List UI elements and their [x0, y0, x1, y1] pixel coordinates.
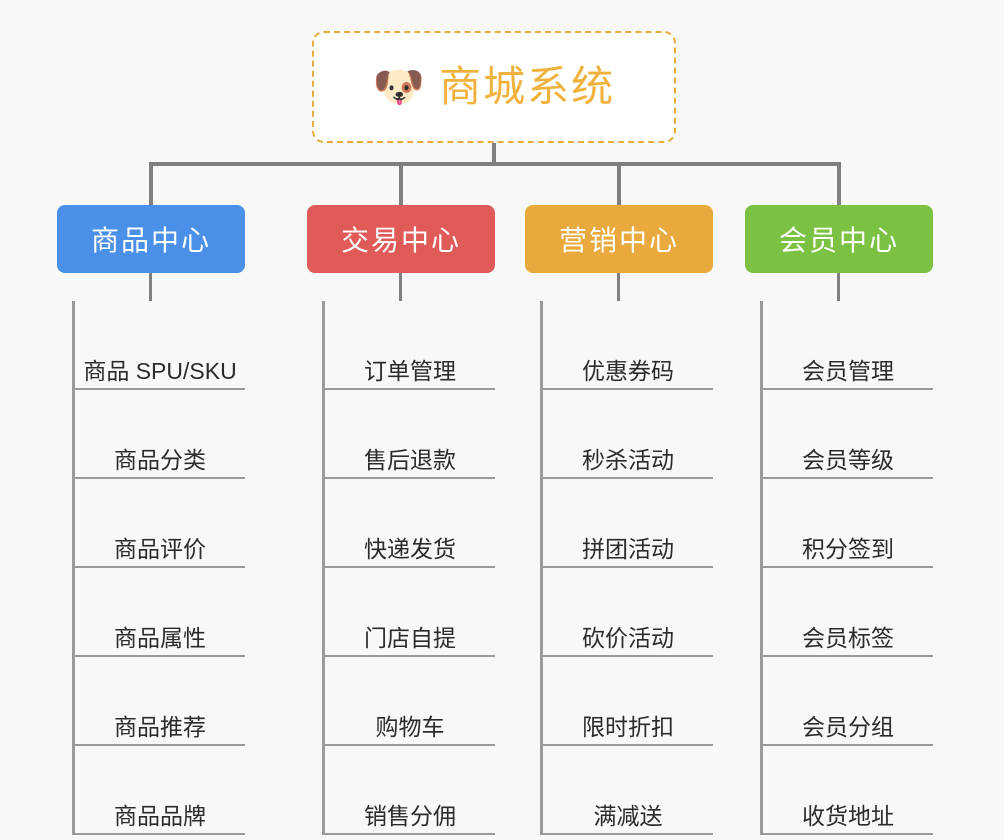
list-item[interactable]: 积分签到: [745, 479, 933, 568]
child-label: 订单管理: [364, 357, 456, 384]
child-label: 限时折扣: [582, 713, 674, 740]
child-label: 快递发货: [364, 535, 456, 562]
child-label: 门店自提: [364, 624, 456, 651]
child-label: 购物车: [375, 713, 445, 740]
group-header-3[interactable]: 营销中心: [525, 205, 713, 273]
child-label: 优惠券码: [582, 357, 674, 384]
group-column-2: 交易中心 订单管理 售后退款 快递发货 门店自提 购物车 销售分佣: [307, 205, 495, 835]
list-item[interactable]: 满减送: [525, 746, 713, 835]
child-label: 秒杀活动: [582, 446, 674, 473]
group-column-1: 商品中心 商品 SPU/SKU 商品分类 商品评价 商品属性 商品推荐 商品品牌: [57, 205, 245, 835]
list-item[interactable]: 拼团活动: [525, 479, 713, 568]
child-label: 积分签到: [802, 535, 894, 562]
list-item[interactable]: 收货地址: [745, 746, 933, 835]
child-list-2: 订单管理 售后退款 快递发货 门店自提 购物车 销售分佣: [307, 301, 495, 835]
list-item[interactable]: 商品推荐: [57, 657, 245, 746]
connector-drop-3: [617, 162, 621, 205]
group-header-1[interactable]: 商品中心: [57, 205, 245, 273]
child-label: 满减送: [593, 802, 663, 829]
child-label: 商品 SPU/SKU: [83, 357, 237, 384]
connector-group-stem-3: [617, 273, 620, 301]
child-list-3: 优惠券码 秒杀活动 拼团活动 砍价活动 限时折扣 满减送: [525, 301, 713, 835]
root-title: 商城系统: [439, 63, 616, 110]
child-label: 会员分组: [802, 713, 894, 740]
list-item[interactable]: 砍价活动: [525, 568, 713, 657]
list-item[interactable]: 销售分佣: [307, 746, 495, 835]
list-item[interactable]: 秒杀活动: [525, 390, 713, 479]
list-item[interactable]: 会员标签: [745, 568, 933, 657]
list-item[interactable]: 购物车: [307, 657, 495, 746]
group-header-4[interactable]: 会员中心: [745, 205, 933, 273]
dog-face-icon: 🐶: [372, 63, 426, 110]
child-label: 会员标签: [802, 624, 894, 651]
root-node-商城系统[interactable]: 🐶 商城系统: [312, 31, 676, 143]
child-label: 会员管理: [802, 357, 894, 384]
connector-drop-4: [837, 162, 841, 205]
list-item[interactable]: 门店自提: [307, 568, 495, 657]
child-label: 会员等级: [802, 446, 894, 473]
connector-group-stem-1: [149, 273, 152, 301]
list-item[interactable]: 商品 SPU/SKU: [57, 301, 245, 390]
group-header-2[interactable]: 交易中心: [307, 205, 495, 273]
list-item[interactable]: 会员等级: [745, 390, 933, 479]
child-label: 商品推荐: [114, 713, 206, 740]
child-label: 商品分类: [114, 446, 206, 473]
list-item[interactable]: 会员分组: [745, 657, 933, 746]
list-item[interactable]: 商品分类: [57, 390, 245, 479]
list-item[interactable]: 快递发货: [307, 479, 495, 568]
group-column-4: 会员中心 会员管理 会员等级 积分签到 会员标签 会员分组 收货地址: [745, 205, 933, 835]
child-list-1: 商品 SPU/SKU 商品分类 商品评价 商品属性 商品推荐 商品品牌: [57, 301, 245, 835]
list-item[interactable]: 售后退款: [307, 390, 495, 479]
child-label: 商品属性: [114, 624, 206, 651]
connector-horizontal-bus: [149, 162, 841, 166]
child-label: 收货地址: [802, 802, 894, 829]
connector-group-stem-4: [837, 273, 840, 301]
child-label: 砍价活动: [582, 624, 674, 651]
child-label: 商品品牌: [114, 802, 206, 829]
list-item[interactable]: 限时折扣: [525, 657, 713, 746]
list-item[interactable]: 商品品牌: [57, 746, 245, 835]
child-label: 商品评价: [114, 535, 206, 562]
list-item[interactable]: 优惠券码: [525, 301, 713, 390]
connector-root-stem: [492, 143, 496, 166]
connector-drop-1: [149, 162, 153, 205]
list-item[interactable]: 会员管理: [745, 301, 933, 390]
child-label: 销售分佣: [364, 802, 456, 829]
group-column-3: 营销中心 优惠券码 秒杀活动 拼团活动 砍价活动 限时折扣 满减送: [525, 205, 713, 835]
connector-drop-2: [399, 162, 403, 205]
list-item[interactable]: 商品属性: [57, 568, 245, 657]
list-item[interactable]: 商品评价: [57, 479, 245, 568]
child-label: 售后退款: [364, 446, 456, 473]
list-item[interactable]: 订单管理: [307, 301, 495, 390]
child-label: 拼团活动: [582, 535, 674, 562]
child-list-4: 会员管理 会员等级 积分签到 会员标签 会员分组 收货地址: [745, 301, 933, 835]
connector-group-stem-2: [399, 273, 402, 301]
